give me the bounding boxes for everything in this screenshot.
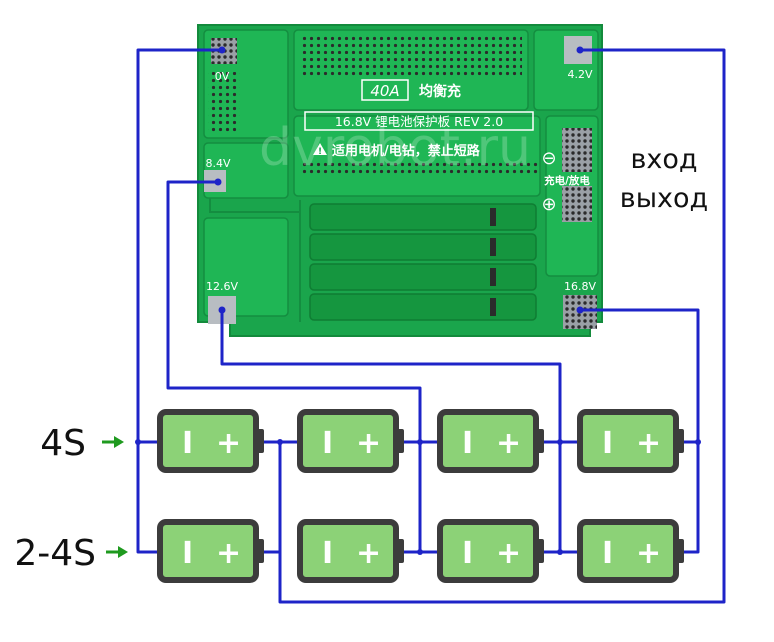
battery-cell: I +: [577, 519, 684, 583]
svg-text:+: +: [356, 426, 381, 461]
pad-12v6-label: 12.6V: [206, 280, 238, 293]
output-pad-plus: [562, 186, 592, 222]
svg-text:I: I: [322, 426, 333, 461]
svg-text:I: I: [182, 426, 193, 461]
svg-text:I: I: [462, 536, 473, 571]
pad-4v2-label: 4.2V: [567, 68, 592, 81]
svg-text:+: +: [216, 426, 241, 461]
svg-text:+: +: [496, 536, 521, 571]
svg-text:+: +: [356, 536, 381, 571]
battery-cell: I +: [577, 409, 684, 473]
batteries: I + I + I + I + I +: [157, 409, 684, 583]
input-label: вход: [630, 144, 697, 175]
battery-cell: I +: [437, 519, 544, 583]
watermark: dvrobot.ru: [259, 118, 531, 178]
svg-text:I: I: [182, 536, 193, 571]
battery-cell: I +: [157, 519, 264, 583]
battery-cell: I +: [297, 519, 404, 583]
wiring: [135, 46, 726, 604]
svg-text:+: +: [636, 426, 661, 461]
battery-cell: I +: [157, 409, 264, 473]
svg-text:!: !: [318, 147, 322, 157]
battery-cell: I +: [437, 409, 544, 473]
pad-16v8-label: 16.8V: [564, 280, 596, 293]
svg-text:I: I: [602, 536, 613, 571]
arrow-right-icon: [106, 546, 128, 558]
pad-8v4-label: 8.4V: [205, 157, 230, 170]
svg-text:I: I: [462, 426, 473, 461]
svg-text:I: I: [322, 536, 333, 571]
svg-text:I: I: [602, 426, 613, 461]
board-title: 16.8V 锂电池保护板 REV 2.0: [335, 114, 503, 129]
board-rating: 40A: [370, 82, 399, 100]
output-label: выход: [620, 183, 708, 214]
svg-text:+: +: [496, 426, 521, 461]
config-label-2-4s: 2-4S: [14, 533, 96, 574]
plus-symbol: ⊕: [541, 194, 556, 215]
minus-symbol: ⊖: [541, 148, 556, 169]
arrow-right-icon: [102, 436, 124, 448]
pad-0v-label: 0V: [215, 70, 230, 83]
output-pad-minus: [562, 128, 592, 172]
svg-text:+: +: [636, 536, 661, 571]
svg-text:+: +: [216, 536, 241, 571]
bms-board: 40A 均衡充 16.8V 锂电池保护板 REV 2.0 ! 适用电机/电钻，禁…: [197, 24, 603, 337]
battery-cell: I +: [297, 409, 404, 473]
board-rating-cn: 均衡充: [419, 83, 461, 100]
board-warning: 适用电机/电钻，禁止短路: [332, 143, 481, 159]
config-label-4s: 4S: [40, 423, 86, 464]
charge-discharge-label: 充电/放电: [544, 174, 590, 187]
